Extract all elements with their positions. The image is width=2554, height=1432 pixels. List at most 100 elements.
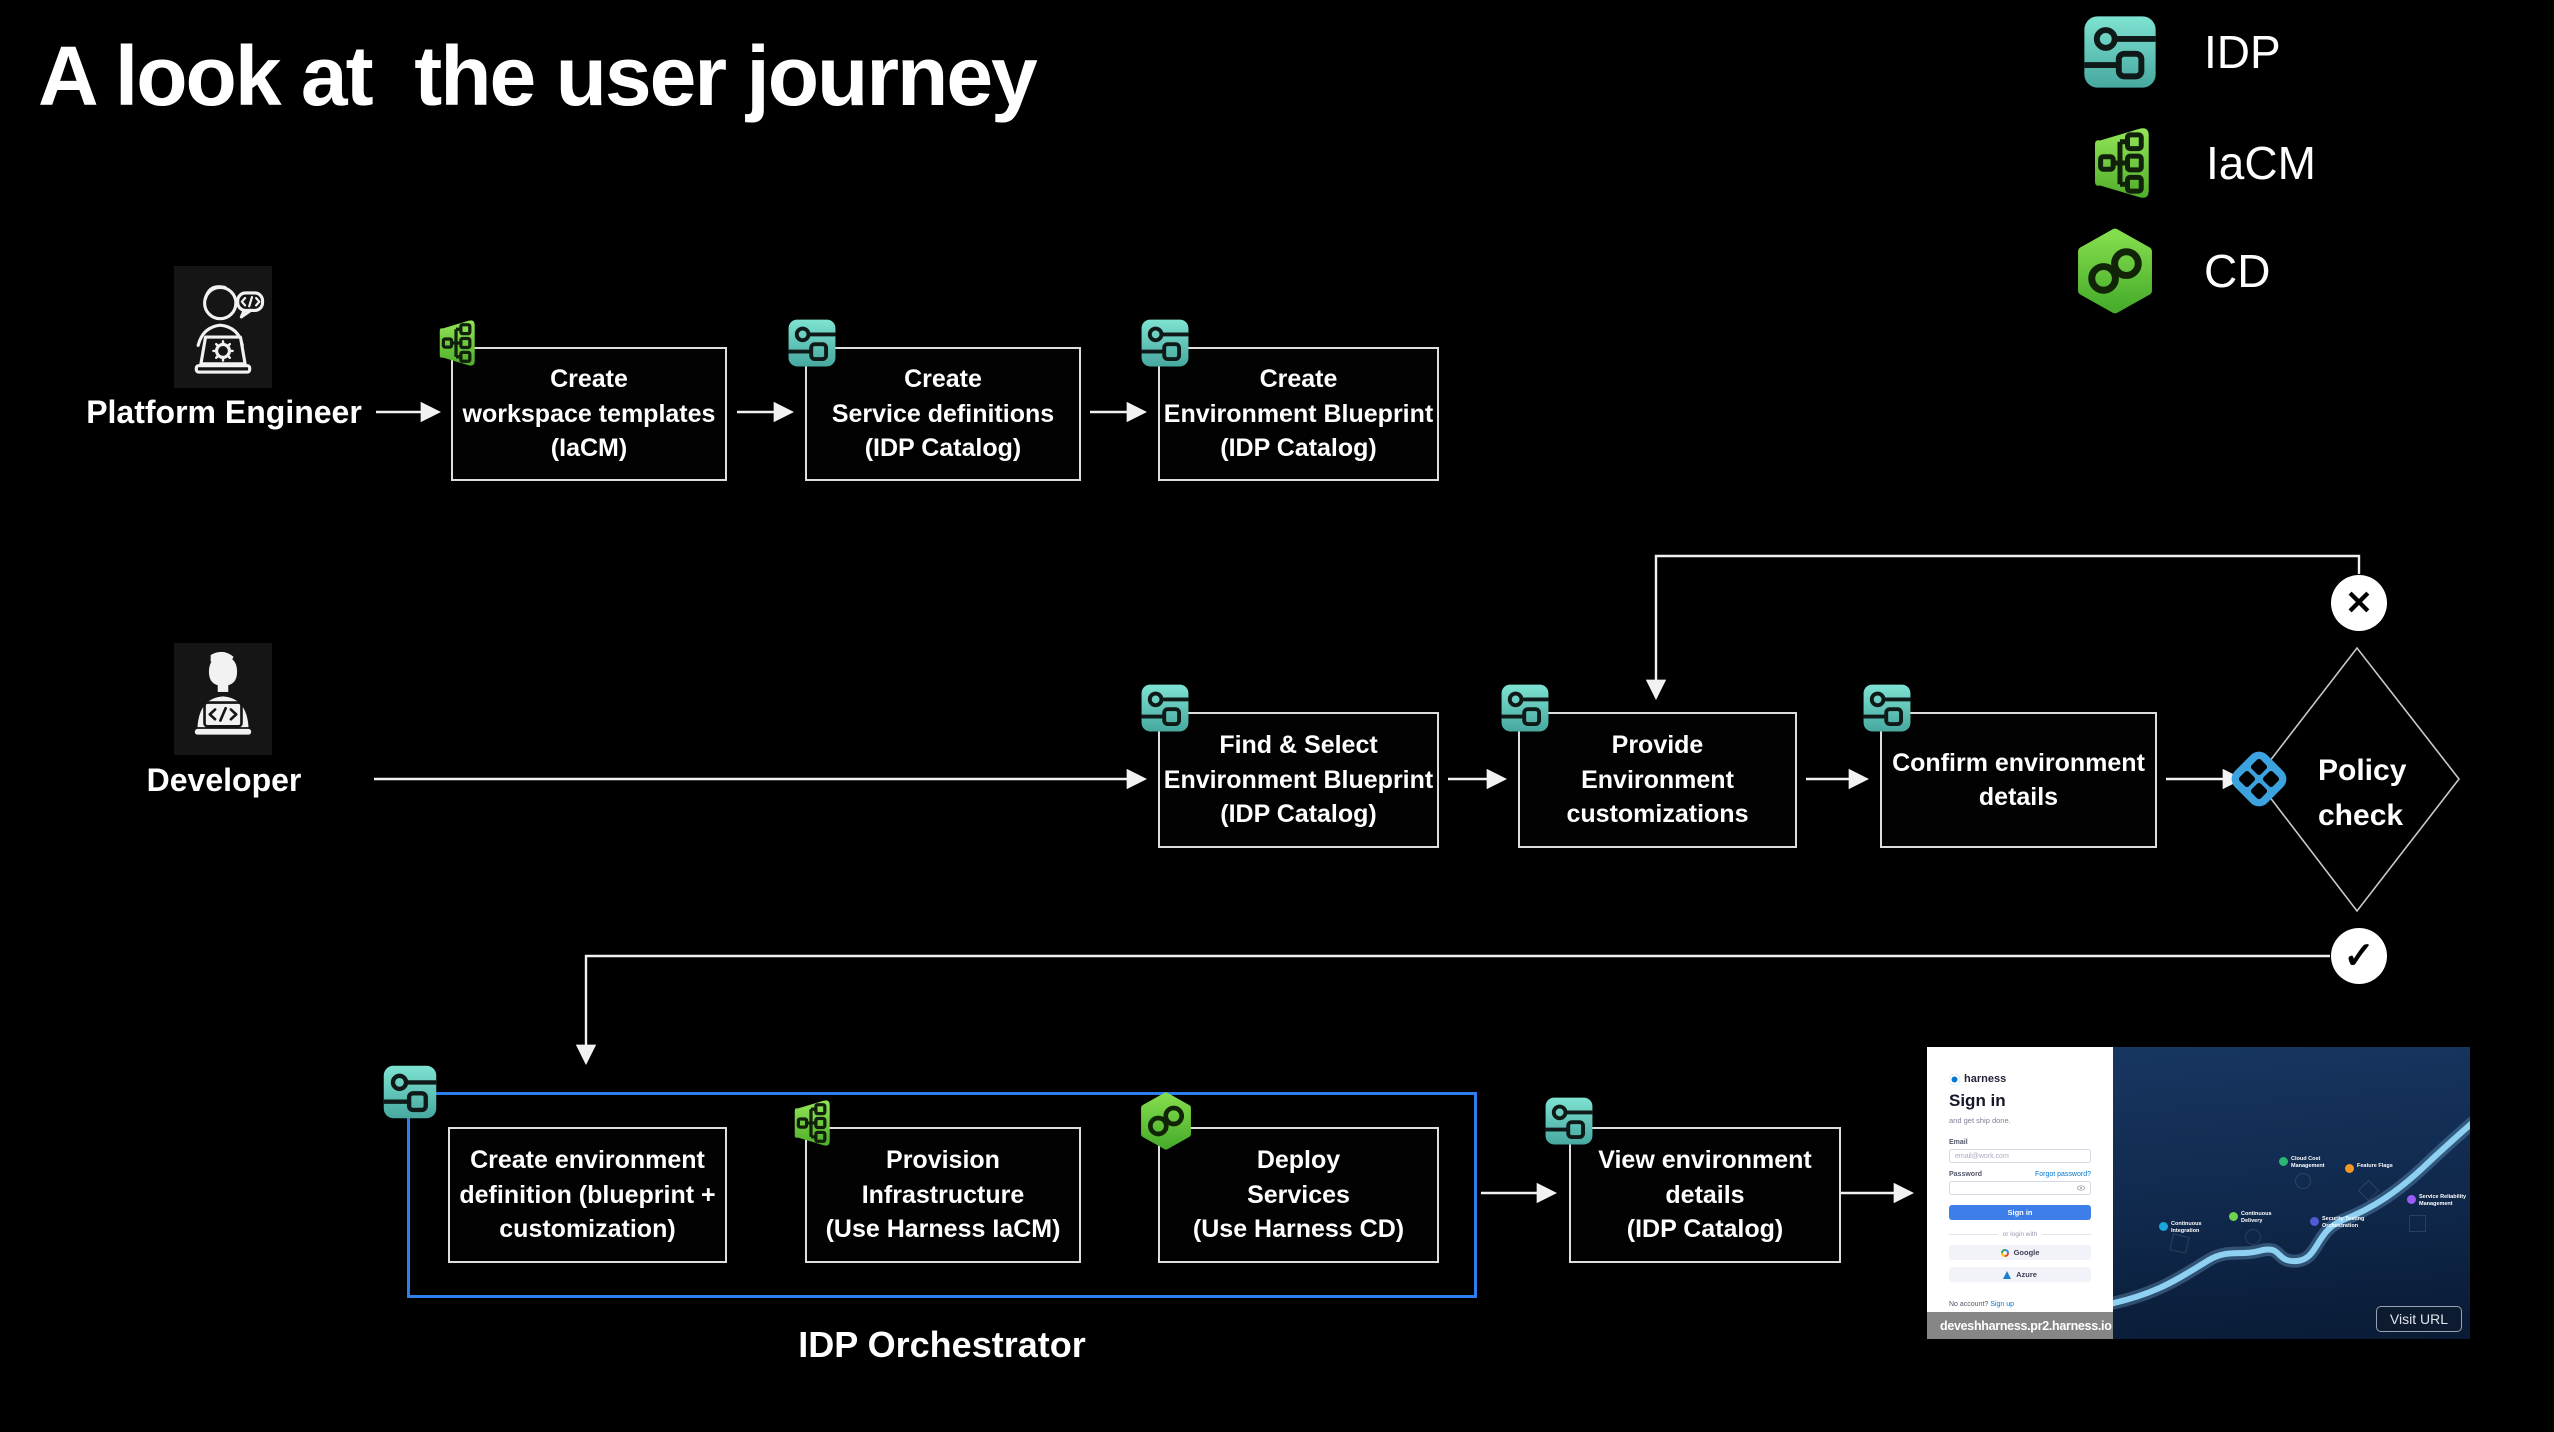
page-title: A look at the user journey (38, 29, 1038, 123)
module-continuous-delivery: Continuous Delivery (2229, 1211, 2272, 1224)
x-circle-icon: ✕ (2331, 575, 2387, 631)
signin-button[interactable]: Sign in (1949, 1205, 2091, 1220)
developer-avatar (174, 643, 272, 755)
forgot-password-link[interactable]: Forgot password? (2034, 1171, 2091, 1178)
step-create-environment-blueprint: Create Environment Blueprint (IDP Catalo… (1158, 347, 1439, 481)
step-find-select-blueprint: Find & Select Environment Blueprint (IDP… (1158, 712, 1439, 848)
step-deploy-services: Deploy Services (Use Harness CD) (1158, 1127, 1439, 1263)
ff-module-icon (2345, 1164, 2354, 1173)
idp-icon (382, 1064, 438, 1120)
email-field[interactable]: email@work.com (1949, 1149, 2091, 1163)
login-divider: or login with (1949, 1231, 2091, 1238)
harness-logo: harness (1949, 1073, 2006, 1085)
idp-orchestrator-container (407, 1092, 1477, 1298)
google-icon (2000, 1248, 2009, 1257)
platform-engineer-avatar (174, 266, 272, 388)
policy-icon (2226, 746, 2292, 812)
srm-module-icon (2407, 1195, 2416, 1204)
step-label: Confirm environment details (1892, 748, 2145, 812)
module-label: Continuous Integration (2171, 1221, 2202, 1234)
iacm-icon (2080, 122, 2160, 204)
step-label: Create Environment Blueprint (IDP Catalo… (1163, 365, 1434, 463)
developer-label: Developer (146, 762, 302, 798)
module-label: Service Reliability Management (2419, 1194, 2467, 1207)
step-create-service-definitions: Create Service definitions (IDP Catalog) (805, 347, 1081, 481)
journey-road-graphic (2113, 1116, 2470, 1310)
step-label: Provide Environment customizations (1566, 731, 1749, 829)
step-provide-customizations: Provide Environment customizations (1518, 712, 1797, 848)
platform-engineer-icon (177, 269, 269, 385)
module-security-testing: Security Testing Orchestration (2310, 1216, 2364, 1229)
platform-engineer-label: Platform Engineer (86, 394, 362, 430)
legend-item-iacm: IaCM (2080, 122, 2316, 204)
step-label: Find & Select Environment Blueprint (IDP… (1163, 731, 1434, 829)
ghost-coin-icon (2295, 1173, 2311, 1189)
azure-icon (2003, 1270, 2012, 1279)
idp-orchestrator-label: IDP Orchestrator (798, 1324, 1086, 1365)
legend-label: IaCM (2206, 137, 2316, 189)
iacm-icon (785, 1096, 837, 1150)
signup-link[interactable]: Sign up (1990, 1301, 2015, 1308)
email-label: Email (1949, 1139, 1968, 1146)
decision-diamond (2254, 646, 2461, 913)
check-glyph: ✓ (2343, 934, 2375, 976)
ghost-cube-icon (2169, 1233, 2190, 1254)
module-service-reliability: Service Reliability Management (2407, 1194, 2466, 1207)
check-circle-icon: ✓ (2331, 928, 2387, 984)
developer-icon (179, 647, 267, 751)
step-label: View environment details (IDP Catalog) (1598, 1146, 1812, 1244)
idp-icon (1140, 318, 1190, 368)
signin-panel: harness Sign in and get ship done. Email… (1927, 1047, 2113, 1339)
module-label: Continuous Delivery (2241, 1211, 2272, 1224)
legend-label: IDP (2204, 26, 2281, 78)
azure-login-button[interactable]: Azure (1949, 1267, 2091, 1282)
sto-module-icon (2310, 1217, 2319, 1226)
step-label: Create workspace templates (IaCM) (462, 365, 716, 463)
module-label: Cloud Cost Management (2291, 1156, 2325, 1169)
step-label: Deploy Services (Use Harness CD) (1192, 1146, 1405, 1244)
decision-label: Policy check (2318, 754, 2407, 832)
arrow-pass-loop (575, 954, 2330, 1066)
idp-icon (1140, 683, 1190, 733)
cd-module-icon (2229, 1212, 2238, 1221)
signin-subtitle: and get ship done. (1949, 1116, 2011, 1125)
url-text: deveshharness.pr2.harness.io (1940, 1318, 2112, 1333)
url-bar: deveshharness.pr2.harness.io (1927, 1312, 2113, 1339)
harness-signin-screenshot: harness Sign in and get ship done. Email… (1927, 1047, 2470, 1339)
google-login-button[interactable]: Google (1949, 1245, 2091, 1260)
visit-url-button[interactable]: Visit URL (2375, 1306, 2462, 1332)
harness-brand-text: harness (1964, 1073, 2007, 1085)
step-view-environment-details: View environment details (IDP Catalog) (1569, 1127, 1841, 1263)
password-field[interactable] (1949, 1181, 2091, 1195)
eye-icon[interactable] (2077, 1184, 2085, 1192)
harness-logo-icon (1949, 1073, 1960, 1085)
cd-icon (2072, 228, 2158, 314)
step-label: Create Service definitions (IDP Catalog) (831, 365, 1055, 463)
signin-illustration: Continuous Integration Continuous Delive… (2113, 1047, 2470, 1339)
module-feature-flags: Feature Flags (2345, 1163, 2393, 1173)
azure-label: Azure (2016, 1270, 2037, 1279)
module-label: Security Testing Orchestration (2322, 1216, 2365, 1229)
step-label: Provision Infrastructure (Use Harness Ia… (825, 1146, 1061, 1244)
legend-item-cd: CD (2072, 228, 2270, 314)
cd-icon (1137, 1092, 1195, 1150)
legend-item-idp: IDP (2082, 14, 2281, 90)
password-label: Password (1949, 1171, 1983, 1178)
arrow-fail-loop (1645, 554, 2361, 701)
divider-text: or login with (2002, 1231, 2038, 1238)
ci-module-icon (2159, 1222, 2168, 1231)
step-create-environment-definition: Create environment definition (blueprint… (448, 1127, 727, 1263)
google-label: Google (2013, 1248, 2040, 1257)
step-confirm-environment-details: Confirm environment details (1880, 712, 2157, 848)
idp-icon (2082, 14, 2158, 90)
idp-icon (1544, 1096, 1594, 1146)
idp-icon (787, 318, 837, 368)
ccm-module-icon (2279, 1157, 2288, 1166)
module-continuous-integration: Continuous Integration (2159, 1221, 2202, 1234)
module-cloud-cost-management: Cloud Cost Management (2279, 1156, 2325, 1169)
ghost-box-icon (2409, 1215, 2426, 1232)
idp-icon (1500, 683, 1550, 733)
iacm-icon (430, 316, 482, 370)
ghost-gear-icon (2245, 1229, 2261, 1245)
